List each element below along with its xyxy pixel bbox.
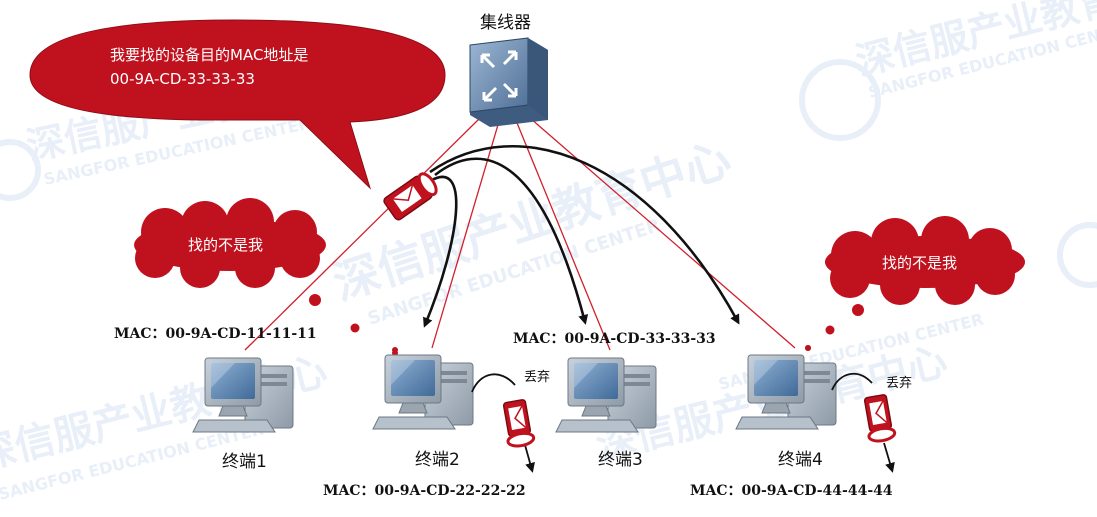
link-terminal3 (514, 117, 611, 351)
signal-dot (805, 345, 811, 351)
computer-icon-terminal3 (555, 357, 657, 433)
terminal4-label: 终端4 (778, 450, 823, 470)
watermark-logo (0, 139, 41, 201)
mac-terminal3: MAC：00-9A-CD-33-33-33 (513, 331, 716, 347)
watermark-logo (1057, 222, 1097, 288)
drop-label-terminal2: 丢弃 (524, 370, 551, 385)
frame-path-terminal3 (434, 157, 589, 325)
drop-envelope-icon-terminal2 (502, 398, 536, 448)
terminal1-label: 终端1 (222, 452, 267, 472)
drop-envelope-icon-terminal4 (863, 393, 897, 443)
watermark-logo (799, 59, 881, 141)
thought-bubble-right (805, 216, 1025, 351)
speech-bubble (29, 19, 446, 190)
hub-icon (469, 37, 548, 127)
drop-path-terminal4 (831, 372, 895, 473)
speech-line2: 00-9A-CD-33-33-33 (110, 70, 255, 88)
frame-envelope-icon (383, 172, 438, 221)
mac-terminal1: MAC：00-9A-CD-11-11-11 (114, 326, 317, 342)
speech-line1: 我要找的设备目的MAC地址是 (110, 46, 309, 64)
thought-bubble-left (134, 198, 398, 353)
computer-icon-terminal4 (735, 354, 837, 430)
link-terminal2 (431, 117, 501, 349)
frame-path-terminal4 (429, 144, 740, 325)
link-terminal4 (529, 117, 796, 349)
thought-left-text: 找的不是我 (188, 236, 264, 254)
mac-terminal2: MAC：00-9A-CD-22-22-22 (323, 483, 526, 499)
link-terminal1 (244, 117, 481, 351)
frame-path-terminal2 (423, 175, 458, 328)
drop-path-terminal2 (471, 373, 535, 473)
computer-icon-terminal2 (372, 354, 474, 430)
computer-icon-terminal1 (192, 357, 294, 433)
hub-label: 集线器 (480, 13, 531, 33)
terminal2-label: 终端2 (415, 450, 460, 470)
frame-paths (423, 144, 740, 328)
terminal3-label: 终端3 (598, 450, 643, 470)
mac-terminal4: MAC：00-9A-CD-44-44-44 (690, 483, 893, 499)
thought-right-text: 找的不是我 (882, 254, 958, 272)
drop-label-terminal4: 丢弃 (886, 376, 913, 391)
hub-links (244, 117, 796, 351)
